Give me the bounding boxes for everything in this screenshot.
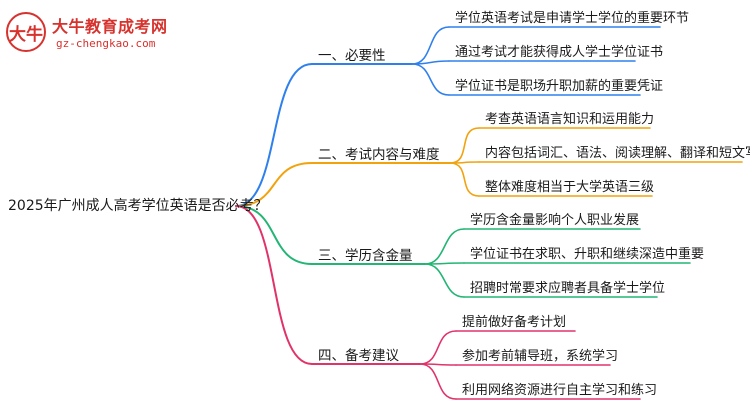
leaf-tips-3: 利用网络资源进行自主学习和练习: [462, 383, 658, 398]
leaf-necessity-2: 通过考试才能获得成人学士学位证书: [455, 45, 664, 60]
leaf-connector: [419, 330, 457, 365]
leaf-connector: [411, 63, 450, 96]
leaf-tips-1: 提前做好备考计划: [462, 315, 567, 330]
leaf-content-2: 内容包括词汇、语法、阅读理解、翻译和短文写作: [485, 146, 750, 161]
leaf-content-1: 考查英语语言知识和运用能力: [485, 112, 655, 127]
leaf-connector: [449, 162, 480, 197]
leaf-value-3: 招聘时常要求应聘者具备学士学位: [470, 281, 666, 296]
leaf-necessity-1: 学位英语考试是申请学士学位的重要环节: [455, 11, 690, 26]
leaf-connector: [424, 228, 465, 265]
bull-head-logo-icon: 大牛: [6, 12, 46, 52]
leaf-necessity-3: 学位证书是职场升职加薪的重要凭证: [455, 79, 664, 94]
leaf-connector: [419, 363, 457, 400]
branch-content-difficulty: 二、考试内容与难度: [318, 147, 440, 163]
mindmap-root: 2025年广州成人高考学位英语是否必考？: [8, 198, 268, 214]
branch-connector: [235, 205, 313, 265]
site-url: gz-chengkao.com: [56, 37, 156, 50]
leaf-connector: [449, 127, 480, 164]
leaf-content-3: 整体难度相当于大学英语三级: [485, 180, 655, 195]
branch-necessity: 一、必要性: [318, 48, 386, 64]
branch-connector: [235, 205, 313, 365]
leaf-connector: [411, 26, 450, 65]
branch-connector: [235, 162, 313, 207]
branch-degree-value: 三、学历含金量: [318, 248, 413, 264]
leaf-value-1: 学历含金量影响个人职业发展: [470, 213, 640, 228]
leaf-tips-2: 参加考前辅导班，系统学习: [462, 349, 619, 364]
leaf-connector: [424, 263, 465, 298]
site-title: 大牛教育成考网: [52, 17, 168, 36]
site-logo: 大牛 大牛教育成考网 gz-chengkao.com: [6, 8, 196, 58]
branch-study-tips: 四、备考建议: [318, 348, 399, 364]
leaf-value-2: 学位证书在求职、升职和继续深造中重要: [470, 247, 705, 262]
branch-connector: [235, 63, 313, 207]
